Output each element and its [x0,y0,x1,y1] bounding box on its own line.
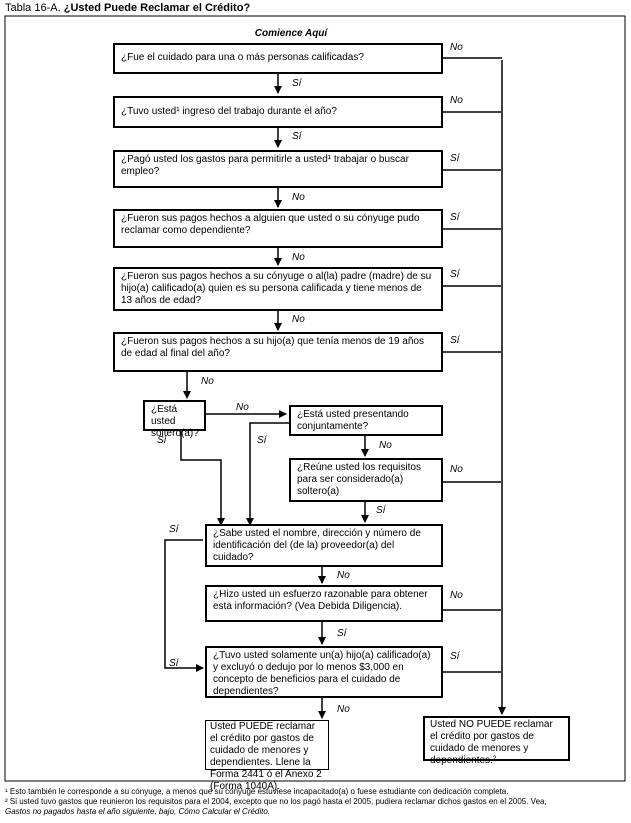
question-paid-to-spouse-parent: ¿Fueron sus pagos hechos a su cónyuge o … [113,267,443,311]
start-label: Comience Aquí [252,27,330,41]
outer-frame [4,15,626,782]
label-onechild-right: Sí [450,651,460,662]
title-main: ¿Usted Puede Reclamar el Crédito? [63,2,251,14]
result-can-claim: Usted PUEDE reclamar el crédito por gast… [205,720,329,792]
label-onechild-left: Sí [169,658,179,669]
title-prefix: Tabla 16-A. [5,2,61,14]
label-q1-right: No [450,42,463,53]
label-q5-down: No [292,314,305,325]
label-jointly-left: Sí [257,435,267,446]
footnote-2-cont: Gastos no pagados hasta el año siguiente… [5,807,271,816]
label-effort-right: No [450,590,463,601]
question-paid-to-dependent: ¿Fueron sus pagos hechos a alguien que u… [113,209,443,248]
footnote-1: ¹ Esto también le corresponde a su cónyu… [5,787,509,796]
question-only-one-child: ¿Tuvo usted solamente un(a) hijo(a) cali… [205,646,443,698]
table-title: Tabla 16-A. ¿Usted Puede Reclamar el Cré… [5,2,250,14]
question-reasonable-effort: ¿Hizo usted un esfuerzo razonable para o… [205,585,443,622]
label-q3-down: No [292,192,305,203]
result-cannot-claim: Usted NO PUEDE reclamar el crédito por g… [423,716,570,766]
label-onechild-down: No [337,704,350,715]
question-provider-info: ¿Sabe usted el nombre, dirección y númer… [205,524,443,567]
label-q6-right: Sí [450,335,460,346]
label-single-down: Sí [157,435,167,446]
label-single2-right: No [450,464,463,475]
label-q5-right: Sí [450,269,460,280]
question-paid-expenses: ¿Pagó usted los gastos para permitirle a… [113,150,443,188]
label-q2-down: Sí [292,131,302,142]
label-effort-down: Sí [337,628,347,639]
label-q4-down: No [292,252,305,263]
label-single2-down: Sí [376,505,386,516]
label-q3-right: Sí [450,153,460,164]
footnote-2: ² Si usted tuvo gastos que reunieron los… [5,797,547,806]
label-single-right: No [236,402,249,413]
label-provider-left: Sí [169,524,179,535]
question-earned-income: ¿Tuvo usted¹ ingreso del trabajo durante… [113,96,443,128]
label-q6-down: No [201,376,214,387]
question-filing-jointly: ¿Está usted presentando conjuntamente? [289,405,443,436]
label-q2-right: No [450,95,463,106]
question-single: ¿Está usted soltero(a)? [143,400,206,439]
label-provider-down: No [337,570,350,581]
label-jointly-down: No [379,440,392,451]
label-q4-right: Sí [450,212,460,223]
question-qualifying-person: ¿Fue el cuidado para una o más personas … [113,43,443,74]
question-paid-to-child-under-19: ¿Fueron sus pagos hechos a su hijo(a) qu… [113,332,443,372]
question-considered-single: ¿Reúne usted los requisitos para ser con… [289,458,443,502]
label-q1-down: Sí [292,78,302,89]
